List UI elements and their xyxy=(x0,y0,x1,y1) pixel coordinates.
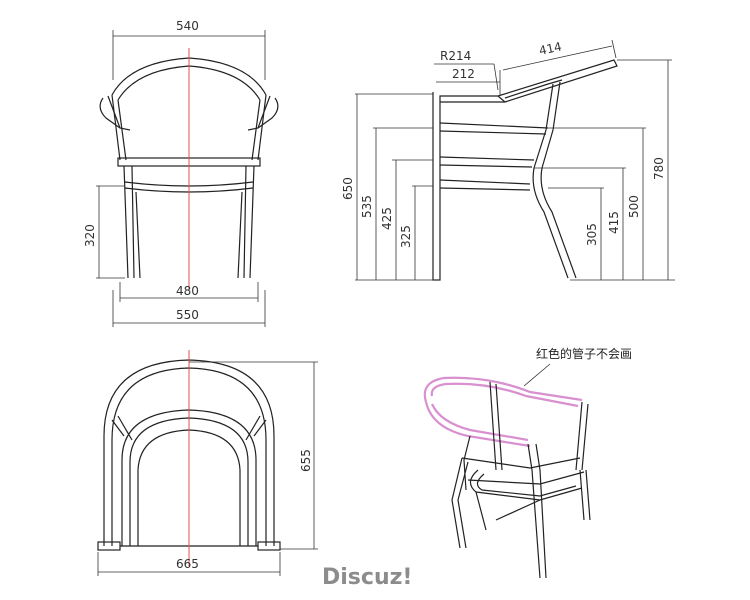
dim-212: 212 xyxy=(452,67,475,81)
dim-550: 550 xyxy=(176,308,199,322)
dim-320: 320 xyxy=(83,224,97,247)
dim-535: 535 xyxy=(360,195,374,218)
dim-480: 480 xyxy=(176,284,199,298)
dim-305: 305 xyxy=(585,223,599,246)
discuz-watermark: Discuz! xyxy=(322,565,412,590)
iso-view: 红色的管子不会画 xyxy=(423,346,632,579)
dim-425: 425 xyxy=(380,207,394,230)
dim-325: 325 xyxy=(399,225,413,248)
dim-665: 665 xyxy=(176,557,199,571)
dim-780: 780 xyxy=(652,157,666,180)
dim-415: 415 xyxy=(607,211,621,234)
dim-655: 655 xyxy=(299,449,313,472)
front-view: 540 320 480 xyxy=(83,19,279,327)
dim-414: 414 xyxy=(538,39,563,57)
dim-650: 650 xyxy=(341,177,355,200)
side-view: R214 212 414 650 535 425 xyxy=(341,39,675,281)
dim-540: 540 xyxy=(176,19,199,33)
top-view: 655 665 xyxy=(97,350,318,576)
note-label: 红色的管子不会画 xyxy=(536,346,632,361)
dim-r214: R214 xyxy=(440,49,471,63)
dim-500: 500 xyxy=(627,195,641,218)
